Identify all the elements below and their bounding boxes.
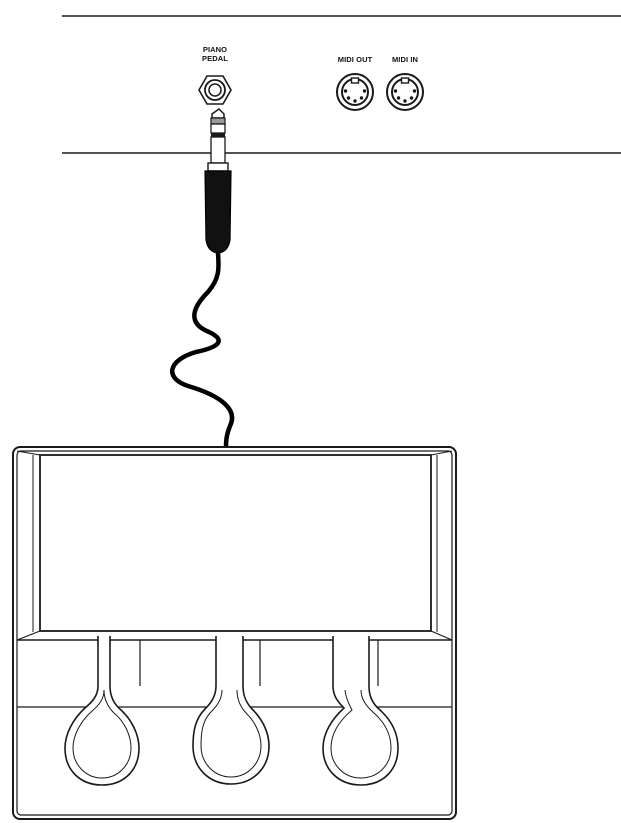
plug-insulator bbox=[211, 133, 225, 137]
piano-pedal-label-line2: PEDAL bbox=[202, 54, 228, 63]
midi-out-port: MIDI OUT bbox=[336, 55, 374, 111]
plug-sleeve-upper bbox=[210, 123, 226, 134]
quarter-inch-plug bbox=[204, 108, 232, 254]
midi-out-pins bbox=[343, 89, 367, 103]
midi-in-pins bbox=[393, 89, 417, 103]
midi-out-pin bbox=[362, 89, 367, 93]
pedal-top-panel bbox=[39, 454, 432, 632]
plug-collar bbox=[207, 162, 229, 172]
piano-pedal-jack: PIANO PEDAL bbox=[198, 45, 232, 105]
panel-bevel bbox=[16, 630, 41, 641]
midi-out-label: MIDI OUT bbox=[338, 55, 373, 64]
midi-out-pin bbox=[353, 99, 357, 103]
midi-in-pin bbox=[393, 89, 398, 93]
midi-out-pin bbox=[346, 96, 351, 100]
midi-in-pin bbox=[396, 96, 401, 100]
pedal-unit bbox=[12, 446, 457, 820]
panel-bevel bbox=[16, 450, 41, 456]
plug-sleeve bbox=[210, 136, 226, 164]
pedal-unit-inner-border bbox=[16, 450, 453, 816]
piano-pedal-label-line1: PIANO bbox=[203, 45, 227, 54]
midi-out-pin bbox=[359, 96, 364, 100]
plug-ring-band bbox=[210, 117, 226, 125]
midi-in-port: MIDI IN bbox=[386, 55, 424, 111]
left-pedal bbox=[64, 636, 140, 786]
midi-in-pin bbox=[409, 96, 414, 100]
plug-handle bbox=[204, 170, 232, 254]
midi-in-pin bbox=[412, 89, 417, 93]
plug-tip bbox=[211, 108, 225, 119]
right-pedal-inner bbox=[330, 689, 392, 779]
panel-bevel bbox=[430, 630, 453, 641]
instrument-rear-panel bbox=[62, 15, 621, 154]
midi-out-notch bbox=[350, 77, 360, 84]
middle-pedal bbox=[192, 636, 270, 785]
midi-out-pin bbox=[343, 89, 348, 93]
middle-pedal-inner bbox=[200, 689, 262, 778]
panel-bevel bbox=[430, 450, 453, 456]
pedal-cable bbox=[170, 250, 235, 451]
midi-in-notch bbox=[400, 77, 410, 84]
right-pedal bbox=[322, 636, 399, 786]
jack-socket bbox=[208, 83, 222, 97]
midi-in-label: MIDI IN bbox=[392, 55, 418, 64]
left-pedal-inner bbox=[72, 689, 132, 779]
midi-in-pin bbox=[403, 99, 407, 103]
